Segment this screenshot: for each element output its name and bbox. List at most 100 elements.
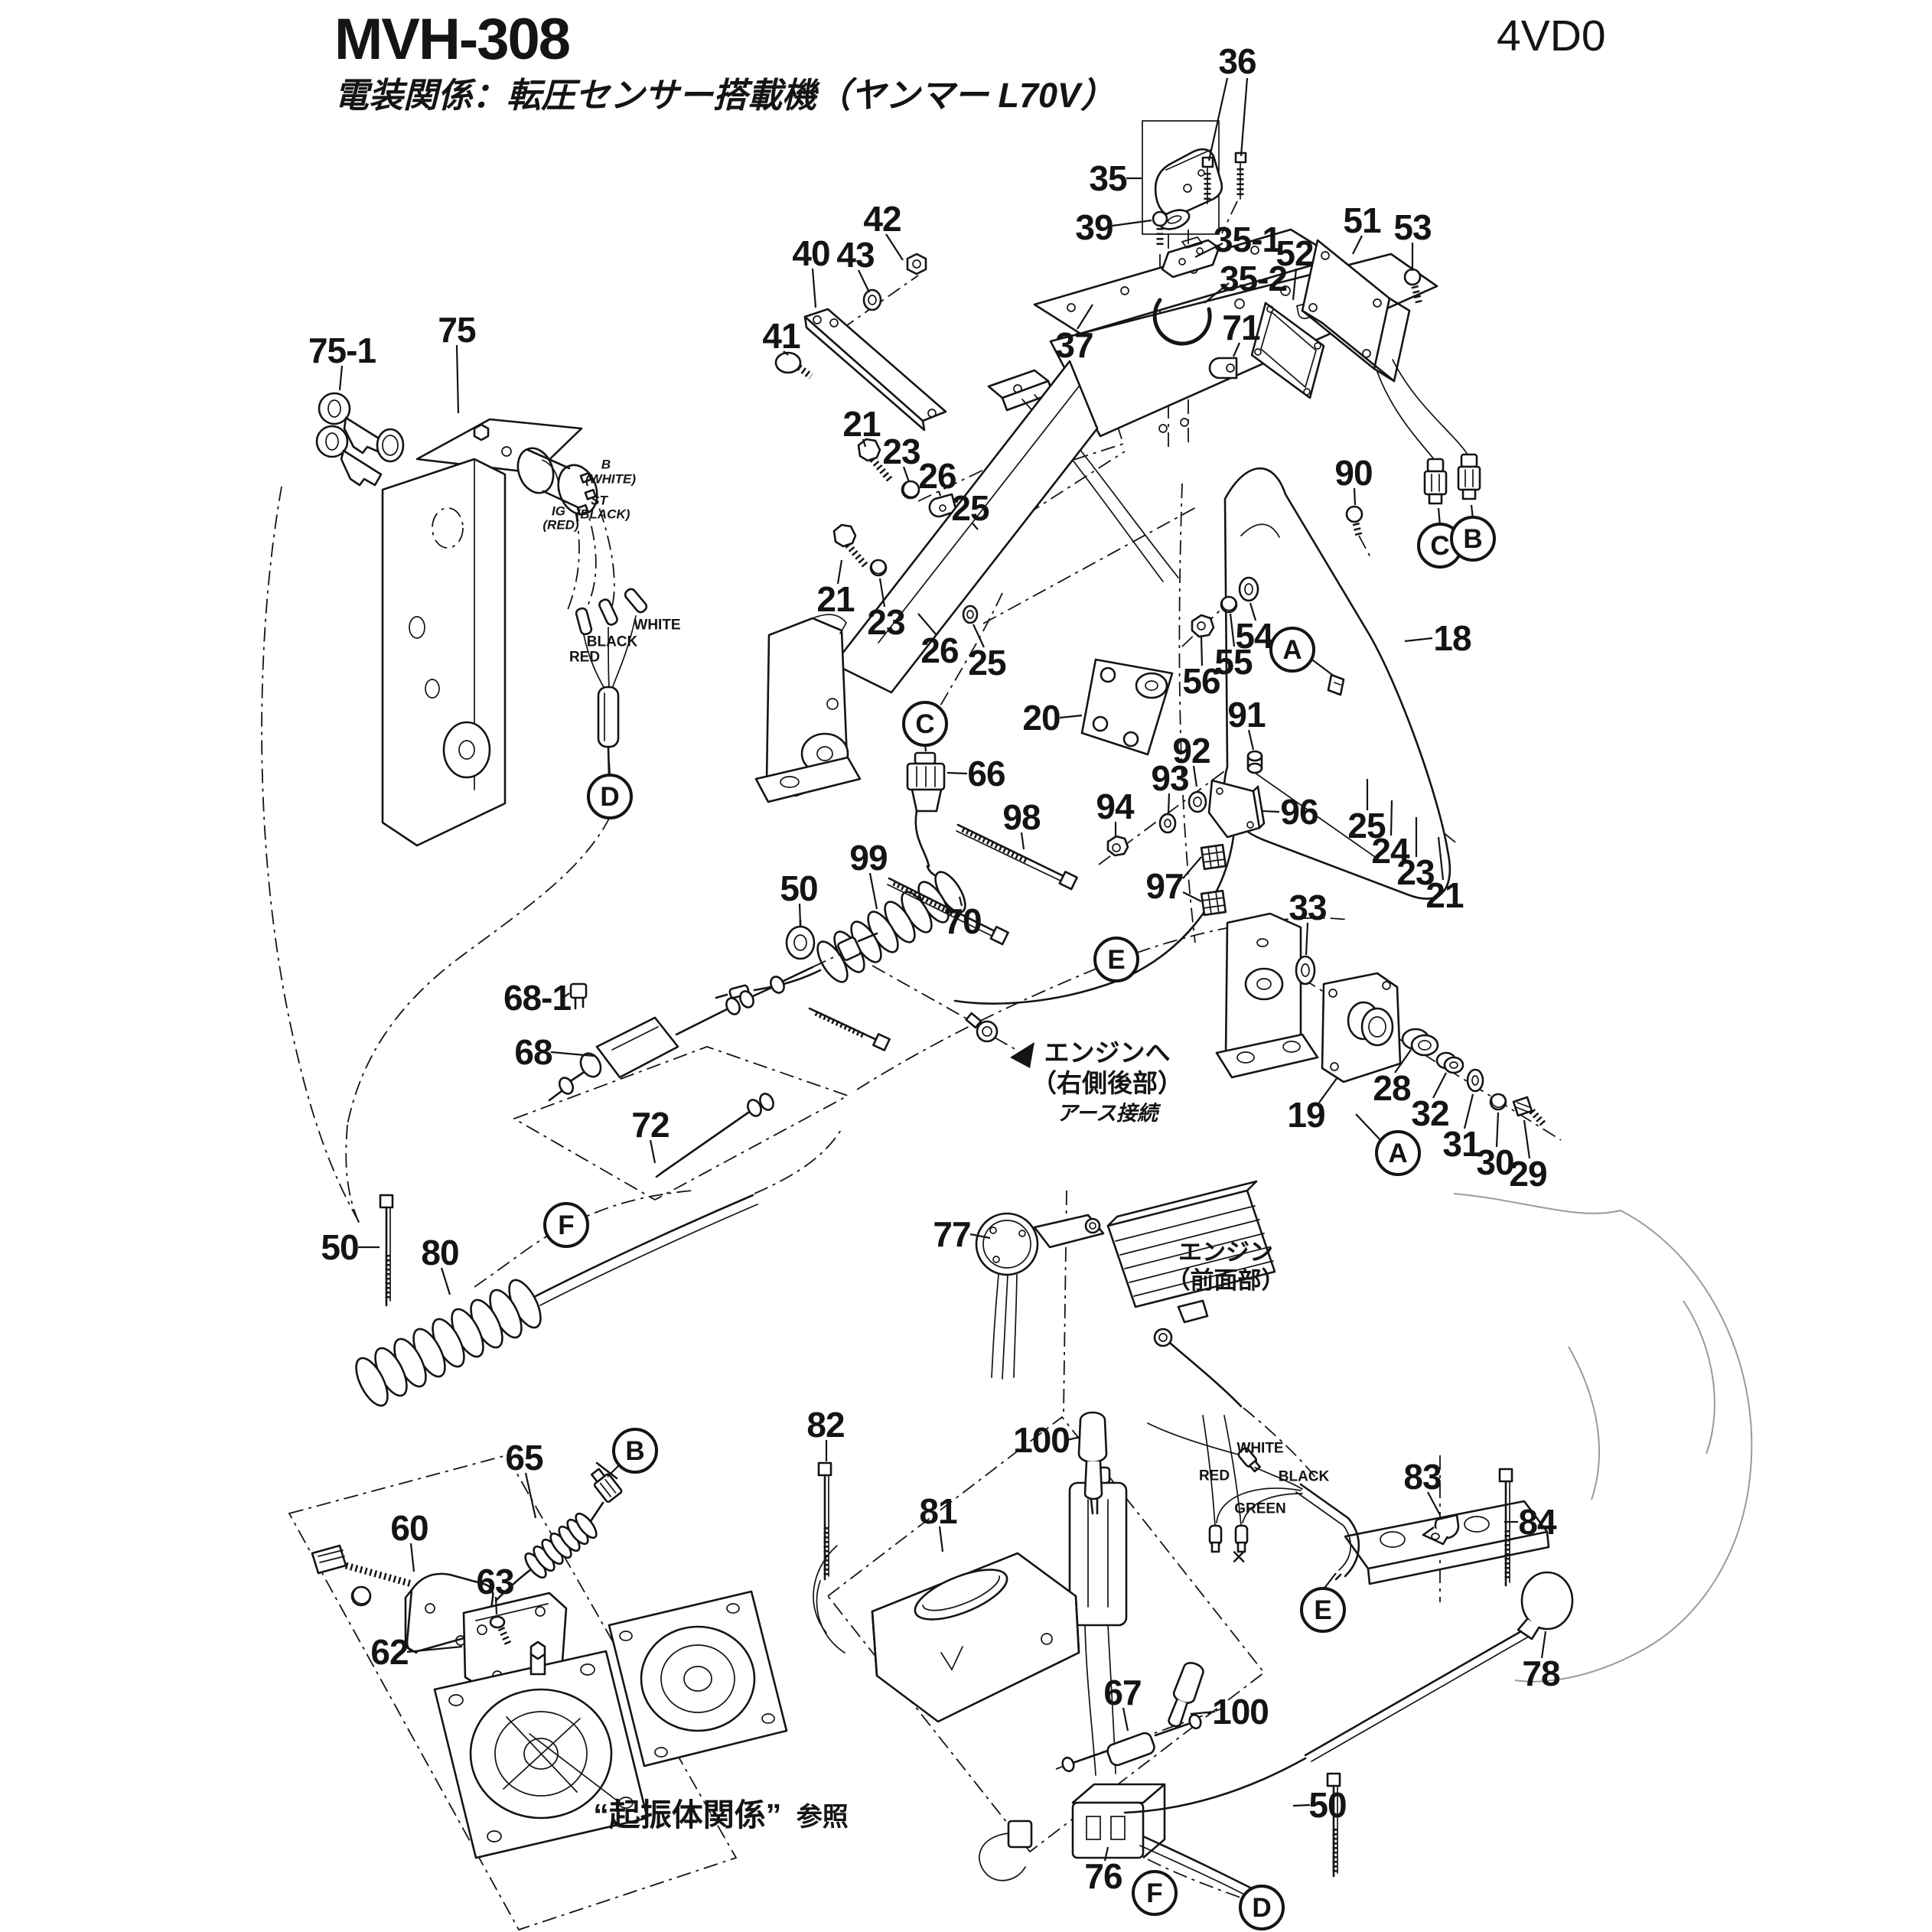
- part-label: 90: [1334, 453, 1373, 493]
- part-label: 23: [1396, 852, 1435, 892]
- part-label: 18: [1433, 618, 1471, 658]
- part-label: 25: [968, 643, 1006, 683]
- part-label: 29: [1509, 1154, 1547, 1194]
- ref-circle-d: D: [1239, 1885, 1285, 1930]
- part-label: 20: [1022, 698, 1060, 738]
- part-label: 50: [1308, 1785, 1347, 1825]
- annotation-engine-rear-ground: エンジンへ （右側後部） アース接続: [1031, 1038, 1183, 1126]
- part-label: 35-1: [1213, 220, 1282, 259]
- part-label: 100: [1013, 1420, 1070, 1460]
- annotation-line: エンジンへ: [1044, 1038, 1171, 1067]
- part-label: 63: [476, 1562, 514, 1601]
- part-label: 35: [1089, 158, 1127, 198]
- part-label: 41: [762, 316, 800, 356]
- annotation-engine-front: エンジン （前面部）: [1167, 1238, 1285, 1295]
- part-label: 31: [1442, 1124, 1481, 1164]
- part-label: 25: [1347, 806, 1386, 845]
- part-label: 23: [882, 432, 920, 471]
- part-label: 37: [1055, 325, 1093, 365]
- part-label: 60: [390, 1508, 428, 1548]
- part-label: 91: [1227, 695, 1266, 735]
- part-label: 94: [1096, 787, 1134, 826]
- part-label: 62: [370, 1632, 409, 1672]
- part-label: 84: [1518, 1502, 1556, 1542]
- part-label: 26: [920, 630, 959, 670]
- part-label: 82: [806, 1405, 845, 1445]
- part-label: 71: [1222, 308, 1260, 347]
- part-label: 66: [967, 754, 1005, 793]
- part-label: 96: [1280, 792, 1318, 832]
- wire-label: RED: [569, 649, 601, 666]
- part-label: 67: [1103, 1673, 1142, 1712]
- part-label: 97: [1145, 866, 1184, 906]
- part-label: 70: [943, 901, 982, 941]
- part-label: 75: [438, 310, 476, 350]
- part-label: 93: [1151, 758, 1189, 798]
- part-label: 65: [505, 1438, 543, 1478]
- annotation-quote: “起振体関係”: [593, 1797, 782, 1833]
- model-code: 4VD0: [1497, 11, 1606, 60]
- ref-circle-b: B: [612, 1428, 658, 1474]
- wire-label: (BLACK): [575, 507, 630, 522]
- ref-circle-f: F: [543, 1202, 589, 1248]
- part-label: 39: [1075, 207, 1113, 247]
- wire-label: (RED): [542, 517, 579, 533]
- ref-circle-e: E: [1300, 1587, 1346, 1633]
- part-label: 99: [849, 838, 888, 878]
- part-label: 42: [863, 199, 901, 239]
- part-label: 19: [1287, 1095, 1325, 1135]
- ref-circle-b: B: [1450, 516, 1496, 562]
- page-title: MVH-308: [334, 7, 571, 72]
- part-label: 52: [1276, 233, 1314, 273]
- wire-label: BLACK: [586, 634, 638, 650]
- part-label: 30: [1476, 1142, 1514, 1182]
- part-label: 50: [780, 868, 818, 908]
- part-label: 56: [1182, 661, 1220, 701]
- part-label: 21: [842, 404, 881, 444]
- part-label: 24: [1371, 831, 1409, 871]
- part-label: 76: [1084, 1856, 1122, 1896]
- part-label: 68: [514, 1032, 552, 1072]
- part-label: 32: [1411, 1093, 1449, 1133]
- ref-circle-c: C: [902, 701, 948, 747]
- wire-label: B: [601, 457, 611, 472]
- part-label: 77: [933, 1214, 971, 1254]
- part-label: 28: [1373, 1068, 1411, 1108]
- part-label: 83: [1403, 1457, 1442, 1497]
- part-label: 26: [918, 456, 956, 496]
- part-label: 21: [1425, 875, 1464, 915]
- part-label: 55: [1214, 642, 1253, 682]
- wire-label: GREEN: [1234, 1500, 1286, 1517]
- annotation-vibrator-reference: “起振体関係” 参照: [593, 1797, 848, 1834]
- part-label: 78: [1522, 1653, 1560, 1693]
- part-label: 43: [836, 235, 875, 275]
- wire-label: RED: [1198, 1468, 1230, 1484]
- wire-label: (WHITE): [585, 471, 637, 487]
- wire-label: ×: [1231, 1543, 1246, 1572]
- part-label: 51: [1343, 200, 1381, 240]
- ref-circle-e: E: [1093, 937, 1139, 982]
- wire-label: IG: [552, 503, 565, 519]
- part-label: 36: [1218, 41, 1256, 81]
- part-label: 72: [631, 1105, 670, 1145]
- page-subtitle: 電装関係：転圧センサー搭載機（ヤンマー L70V）: [334, 76, 1116, 115]
- part-label: 100: [1212, 1692, 1269, 1732]
- wire-label: BLACK: [1278, 1468, 1330, 1485]
- part-label: 98: [1002, 797, 1041, 837]
- part-label: 40: [792, 233, 830, 273]
- annotation-line: （右側後部）: [1031, 1068, 1183, 1097]
- part-label: 68-1: [503, 978, 572, 1018]
- part-label: 80: [421, 1233, 459, 1272]
- part-label: 35-2: [1219, 259, 1288, 298]
- wire-label: WHITE: [634, 617, 681, 634]
- part-label: 33: [1289, 888, 1327, 927]
- annotation-line: エンジン: [1178, 1239, 1273, 1266]
- part-label: 92: [1172, 731, 1210, 771]
- annotation-suffix: 参照: [796, 1803, 849, 1832]
- ref-circle-d: D: [587, 774, 633, 819]
- part-label: 23: [867, 602, 905, 642]
- part-label: 53: [1393, 207, 1432, 247]
